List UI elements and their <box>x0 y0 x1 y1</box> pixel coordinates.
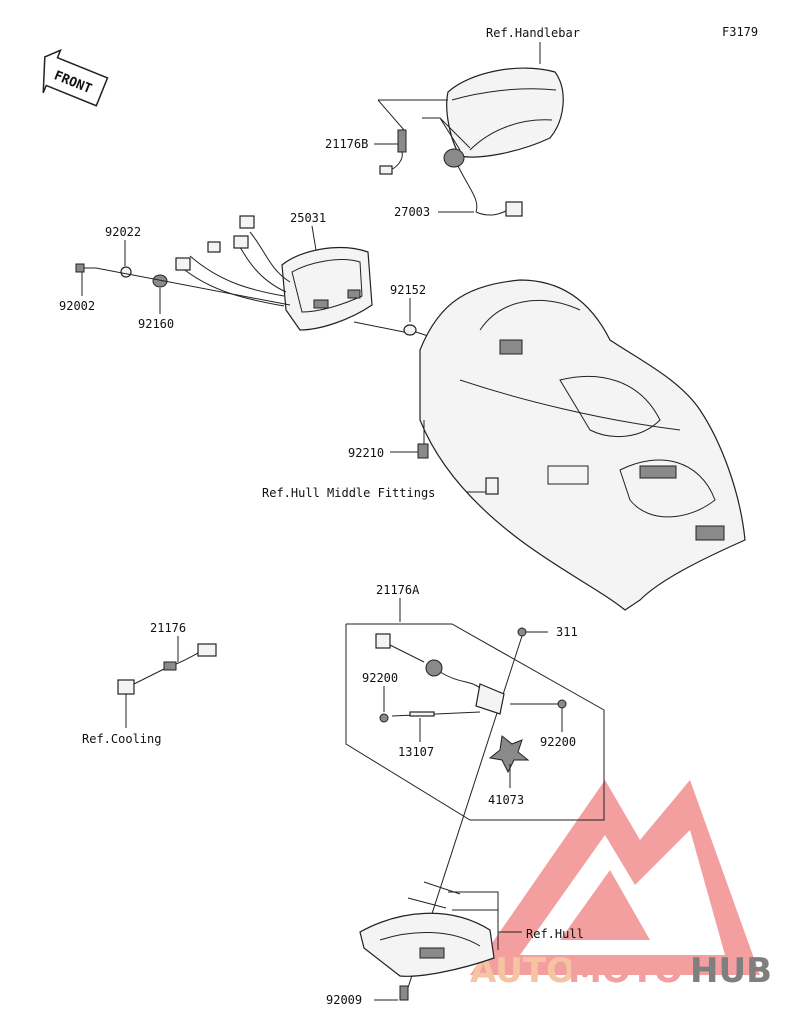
figure-code: F3179 <box>722 25 758 39</box>
nut-92200-right <box>557 699 567 709</box>
meter-wiring <box>175 215 291 307</box>
damper-92160 <box>152 274 168 288</box>
screw-92009 <box>399 985 409 1001</box>
ref-hull-label: Ref.Hull <box>526 927 584 941</box>
part-label-92152: 92152 <box>390 283 426 297</box>
part-label-92022: 92022 <box>105 225 141 239</box>
part-label-92200-right: 92200 <box>540 735 576 749</box>
grommet-92152 <box>403 324 417 336</box>
part-label-92009: 92009 <box>326 993 362 1007</box>
part-label-92210: 92210 <box>348 446 384 460</box>
ref-handlebar-label: Ref.Handlebar <box>486 26 580 40</box>
meter-25031 <box>281 246 373 331</box>
part-label-21176: 21176 <box>150 621 186 635</box>
sensor-21176a <box>375 633 505 715</box>
part-label-92002: 92002 <box>59 299 95 313</box>
ref-hull-middle-label: Ref.Hull Middle Fittings <box>262 486 435 500</box>
hull-bottom-part <box>359 881 495 977</box>
part-label-41073: 41073 <box>488 793 524 807</box>
bolt-92002 <box>75 263 96 273</box>
sensor-21176b <box>379 129 407 175</box>
ref-cooling-label: Ref.Cooling <box>82 732 161 746</box>
part-label-92160: 92160 <box>138 317 174 331</box>
switch-27003 <box>443 148 523 217</box>
pin-13107 <box>409 711 435 717</box>
hull-body <box>419 279 746 611</box>
watermark-logo: AUTO MOTO HUB <box>470 780 772 991</box>
watermark-moto: MOTO <box>568 951 683 991</box>
part-label-25031: 25031 <box>290 211 326 225</box>
sensor-21176 <box>117 643 217 695</box>
part-label-13107: 13107 <box>398 745 434 759</box>
watermark-hub: HUB <box>690 951 772 991</box>
front-arrow: FRONT <box>42 48 109 107</box>
handlebar-cover <box>446 67 564 158</box>
knob-41073 <box>488 735 530 774</box>
part-label-27003: 27003 <box>394 205 430 219</box>
part-label-311: 311 <box>556 625 578 639</box>
part-label-21176a: 21176A <box>376 583 420 597</box>
clip-92210 <box>417 443 429 459</box>
nut-311 <box>517 627 527 637</box>
nut-92200-left <box>379 713 389 723</box>
hull-middle-bracket <box>485 477 499 495</box>
part-label-92200-left: 92200 <box>362 671 398 685</box>
washer-92022 <box>120 266 132 278</box>
part-label-21176b: 21176B <box>325 137 368 151</box>
